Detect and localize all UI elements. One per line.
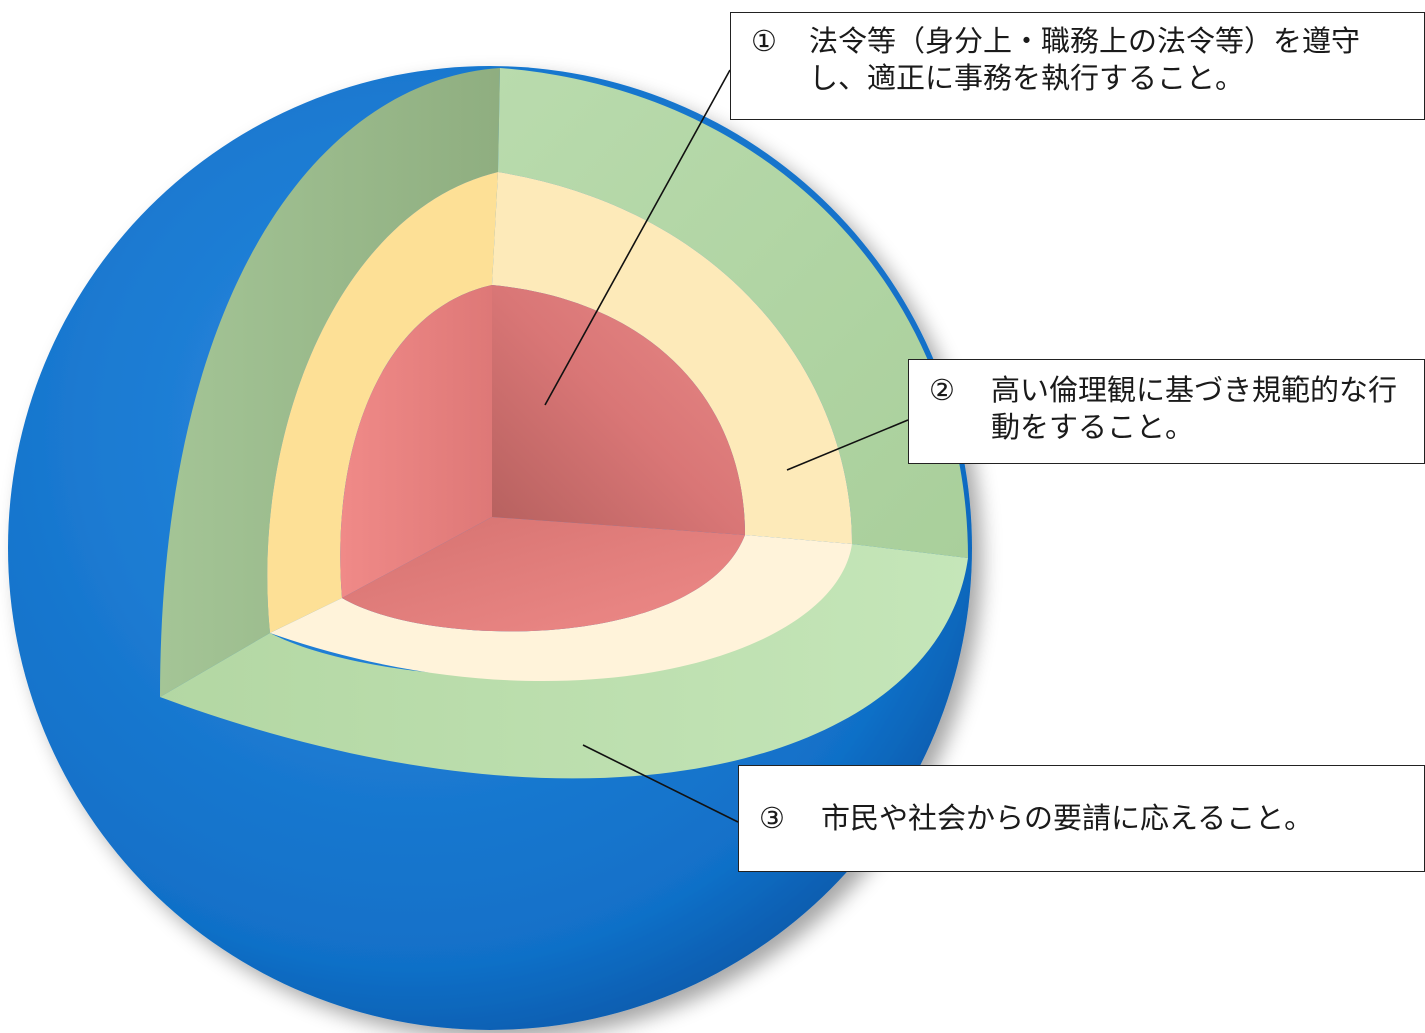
red-core-left-face — [340, 285, 492, 598]
yellow-layer-left-face — [267, 172, 498, 633]
callout-number-3: ③ — [759, 801, 785, 835]
callout-text-1: 法令等（身分上・職務上の法令等）を遵守し、適正に事務を執行すること。 — [809, 24, 1361, 95]
leader-line-2 — [786, 419, 909, 471]
callout-number-1: ① — [751, 24, 777, 58]
green-layer-bottom-face — [160, 544, 968, 779]
yellow-layer-right-face — [492, 172, 852, 544]
green-layer-right-face — [498, 68, 968, 558]
callout-text-2: 高い倫理観に基づき規範的な行動をすること。 — [991, 373, 1398, 444]
leader-line-1 — [544, 69, 731, 406]
yellow-layer-bottom-face — [270, 535, 852, 682]
callout-number-2: ② — [929, 373, 955, 407]
callout-text-3: 市民や社会からの要請に応えること。 — [821, 801, 1314, 835]
callout-box-3: ③ 市民や社会からの要請に応えること。 — [738, 765, 1425, 872]
red-core-right-face — [492, 285, 745, 535]
green-layer-left-face — [160, 68, 500, 697]
red-core-bottom-face — [342, 517, 745, 632]
callout-box-1: ① 法令等（身分上・職務上の法令等）を遵守し、適正に事務を執行すること。 — [730, 12, 1425, 120]
callout-box-2: ② 高い倫理観に基づき規範的な行動をすること。 — [908, 359, 1425, 464]
leader-line-3 — [582, 744, 739, 823]
